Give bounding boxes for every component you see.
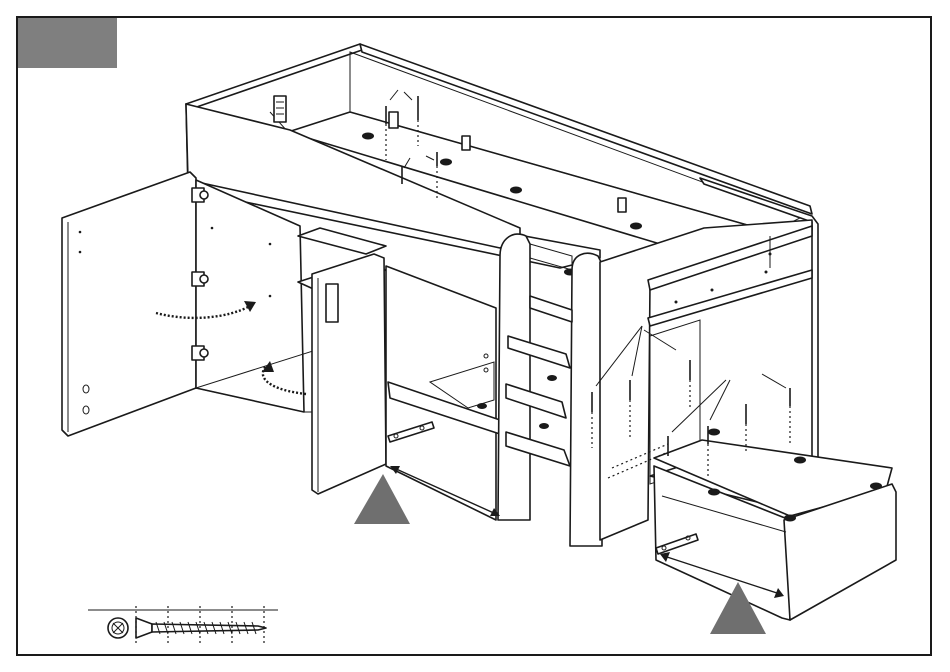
door-handle xyxy=(326,284,338,322)
stair-stringer-left xyxy=(498,234,530,520)
middle-section xyxy=(386,234,602,546)
cam-hole xyxy=(870,483,882,490)
screw-icon xyxy=(136,618,266,638)
cam-hole xyxy=(539,423,549,429)
metal-bracket xyxy=(389,112,398,128)
cam-hole xyxy=(708,489,720,496)
cabinet-door-right xyxy=(312,254,386,494)
cam-hole xyxy=(630,223,642,230)
position-marker xyxy=(354,474,410,524)
cam-hole xyxy=(794,457,806,464)
cam-hole xyxy=(362,133,374,140)
metal-bracket xyxy=(618,198,626,212)
cam-hole xyxy=(440,159,452,166)
cabinet-door-left xyxy=(62,172,196,436)
stair-step xyxy=(530,296,572,322)
stair-stringer-right xyxy=(570,253,602,546)
cam-hole xyxy=(784,515,796,522)
cabinet-shelf xyxy=(298,228,386,254)
cam-hole xyxy=(708,429,720,436)
screw-legend xyxy=(88,606,278,646)
screw-head-icon xyxy=(108,618,128,638)
cam-hole xyxy=(547,375,557,381)
metal-bracket xyxy=(462,136,470,150)
warning-label xyxy=(274,96,286,122)
cabinet-inner-side xyxy=(196,180,304,412)
cam-hole xyxy=(510,187,522,194)
